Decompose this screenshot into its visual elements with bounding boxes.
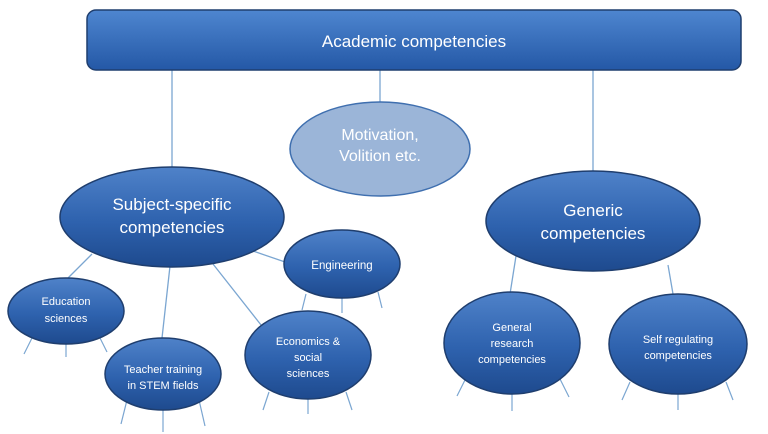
generic-label: Generic competencies xyxy=(541,201,646,243)
label-line: Engineering xyxy=(311,260,372,272)
label-line: competencies xyxy=(644,350,712,362)
label-line: Motivation, xyxy=(341,127,418,144)
label-line: Self regulating xyxy=(643,334,713,346)
academic-competencies-node: Academic competencies xyxy=(86,9,742,71)
motivation-node: Motivation, Volition etc. xyxy=(289,101,471,197)
connectors xyxy=(67,70,674,339)
label-line: competencies xyxy=(541,224,646,243)
generic-node: Generic competencies xyxy=(485,170,701,272)
general-research-node: General research competencies xyxy=(443,291,581,395)
economics-node: Economics & social sciences xyxy=(244,310,372,400)
general-research-label: General research competencies xyxy=(478,322,546,366)
engineering-node: Engineering xyxy=(283,229,401,299)
economics-label: Economics & social sciences xyxy=(276,336,341,380)
label-line: Volition etc. xyxy=(339,148,421,165)
connector-subject-teacher xyxy=(161,265,171,339)
academic-competencies-label: Academic competencies xyxy=(322,32,506,51)
connector-subject-education xyxy=(67,253,93,279)
label-line: in STEM fields xyxy=(128,380,199,392)
engineering-label: Engineering xyxy=(311,260,372,272)
label-line: Education xyxy=(42,296,91,308)
teacher-training-label: Teacher training in STEM fields xyxy=(124,364,202,392)
education-sciences-label: Education sciences xyxy=(42,296,91,325)
teacher-training-node: Teacher training in STEM fields xyxy=(104,337,222,411)
label-line: Teacher training xyxy=(124,364,202,376)
self-regulating-label: Self regulating competencies xyxy=(643,334,713,362)
label-line: sciences xyxy=(287,368,330,380)
motivation-label: Motivation, Volition etc. xyxy=(339,127,421,165)
subject-specific-node: Subject-specific competencies xyxy=(59,166,285,268)
education-sciences-node: Education sciences xyxy=(7,277,125,345)
label-line: competencies xyxy=(478,354,546,366)
connector-subject-economics xyxy=(212,263,266,331)
label-line: General xyxy=(492,322,531,334)
label-line: competencies xyxy=(120,218,225,237)
label-line: Economics & xyxy=(276,336,341,348)
label-line: social xyxy=(294,352,322,364)
connector-subject-engineering xyxy=(249,249,289,264)
label-line: Generic xyxy=(563,201,623,220)
label-line: sciences xyxy=(45,313,88,325)
connector-generic-selfreg xyxy=(667,264,674,295)
leaf-ticks xyxy=(23,291,734,432)
self-regulating-node: Self regulating competencies xyxy=(608,293,748,395)
label-line: research xyxy=(491,338,534,350)
subject-specific-label: Subject-specific competencies xyxy=(112,195,232,237)
connector-generic-research xyxy=(509,255,517,295)
label-line: Subject-specific xyxy=(112,195,232,214)
